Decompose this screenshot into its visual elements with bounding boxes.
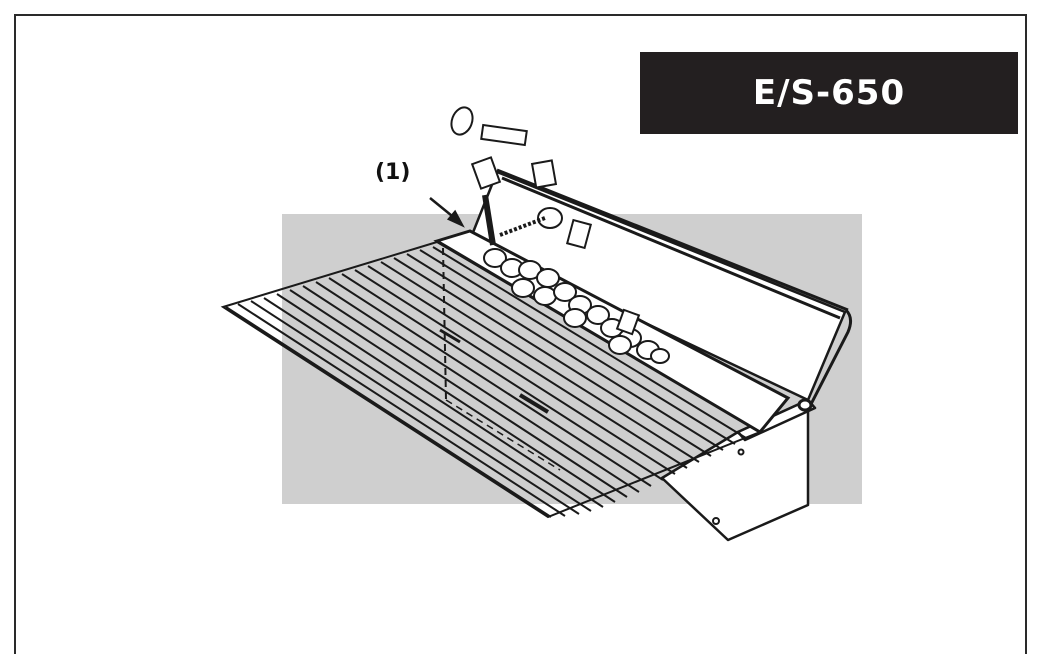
slot-mark [439,328,461,344]
arrow-icon [429,197,465,228]
slot-mark [518,393,550,414]
callout-label: (1) [375,160,411,185]
back-rail [496,168,853,412]
hopper-body [468,170,847,542]
model-label: E/S-650 [640,52,1018,134]
dashed-guide-line [442,247,447,401]
screw-icon [712,517,720,525]
coins-pile [483,207,670,364]
flying-tokens [450,106,558,246]
screw-icon [737,448,745,456]
dashed-guide-line [445,399,561,471]
conveyor-slats [220,241,761,519]
